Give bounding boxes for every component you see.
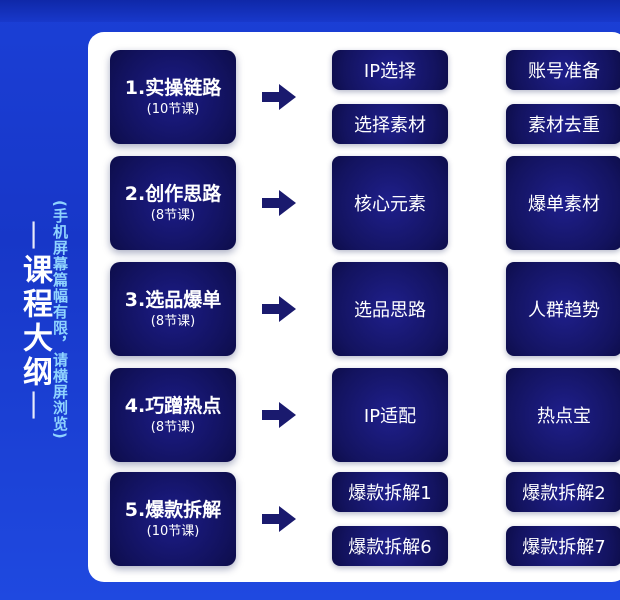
module-box-1: 1.实操链路 (10节课) (110, 50, 236, 144)
landscape-note: (手机屏幕篇幅有限，请横屏浏览) (51, 200, 69, 440)
right-arrow-icon (262, 506, 296, 532)
topic-tag: 热点宝 (506, 368, 620, 462)
topic-tag: 素材去重 (506, 104, 620, 144)
topic-tag: 爆款拆解2 (506, 472, 620, 512)
module-title: 5.爆款拆解 (124, 499, 222, 521)
right-arrow-icon (262, 296, 296, 322)
module-lessons: (8节课) (150, 420, 196, 435)
module-row-3: 3.选品爆单 (8节课) 选品思路 人群趋势 (110, 262, 620, 356)
topic-tag: 选择素材 (332, 104, 448, 144)
module-lessons: (8节课) (150, 314, 196, 329)
topic-tag: 人群趋势 (506, 262, 620, 356)
side-heading: 课程大纲 (手机屏幕篇幅有限，请横屏浏览) (0, 100, 84, 530)
module-row-5: 5.爆款拆解 (10节课) 爆款拆解1 爆款拆解2 爆款拆解6 爆款拆解7 (110, 472, 620, 566)
topic-tag: IP选择 (332, 50, 448, 90)
module-box-3: 3.选品爆单 (8节课) (110, 262, 236, 356)
topic-tag: 爆单素材 (506, 156, 620, 250)
right-arrow-icon (262, 402, 296, 428)
module-title: 1.实操链路 (124, 77, 222, 99)
module-lessons: (10节课) (146, 102, 200, 117)
topic-tag: 核心元素 (332, 156, 448, 250)
topic-tag: 选品思路 (332, 262, 448, 356)
module-row-4: 4.巧蹭热点 (8节课) IP适配 热点宝 (110, 368, 620, 462)
module-box-4: 4.巧蹭热点 (8节课) (110, 368, 236, 462)
top-banner-strip (0, 0, 620, 22)
module-row-1: 1.实操链路 (10节课) IP选择 账号准备 选择素材 素材去重 (110, 50, 620, 144)
topic-tag: 爆款拆解7 (506, 526, 620, 566)
right-arrow-icon (262, 190, 296, 216)
right-arrow-icon (262, 84, 296, 110)
module-box-2: 2.创作思路 (8节课) (110, 156, 236, 250)
outline-title: 课程大纲 (12, 220, 56, 424)
module-lessons: (10节课) (146, 524, 200, 539)
module-title: 3.选品爆单 (124, 289, 222, 311)
module-lessons: (8节课) (150, 208, 196, 223)
module-title: 2.创作思路 (124, 183, 222, 205)
module-row-2: 2.创作思路 (8节课) 核心元素 爆单素材 (110, 156, 620, 250)
module-title: 4.巧蹭热点 (124, 395, 222, 417)
topic-tag: 爆款拆解6 (332, 526, 448, 566)
topic-tag: IP适配 (332, 368, 448, 462)
topic-tag: 爆款拆解1 (332, 472, 448, 512)
module-box-5: 5.爆款拆解 (10节课) (110, 472, 236, 566)
topic-tag: 账号准备 (506, 50, 620, 90)
